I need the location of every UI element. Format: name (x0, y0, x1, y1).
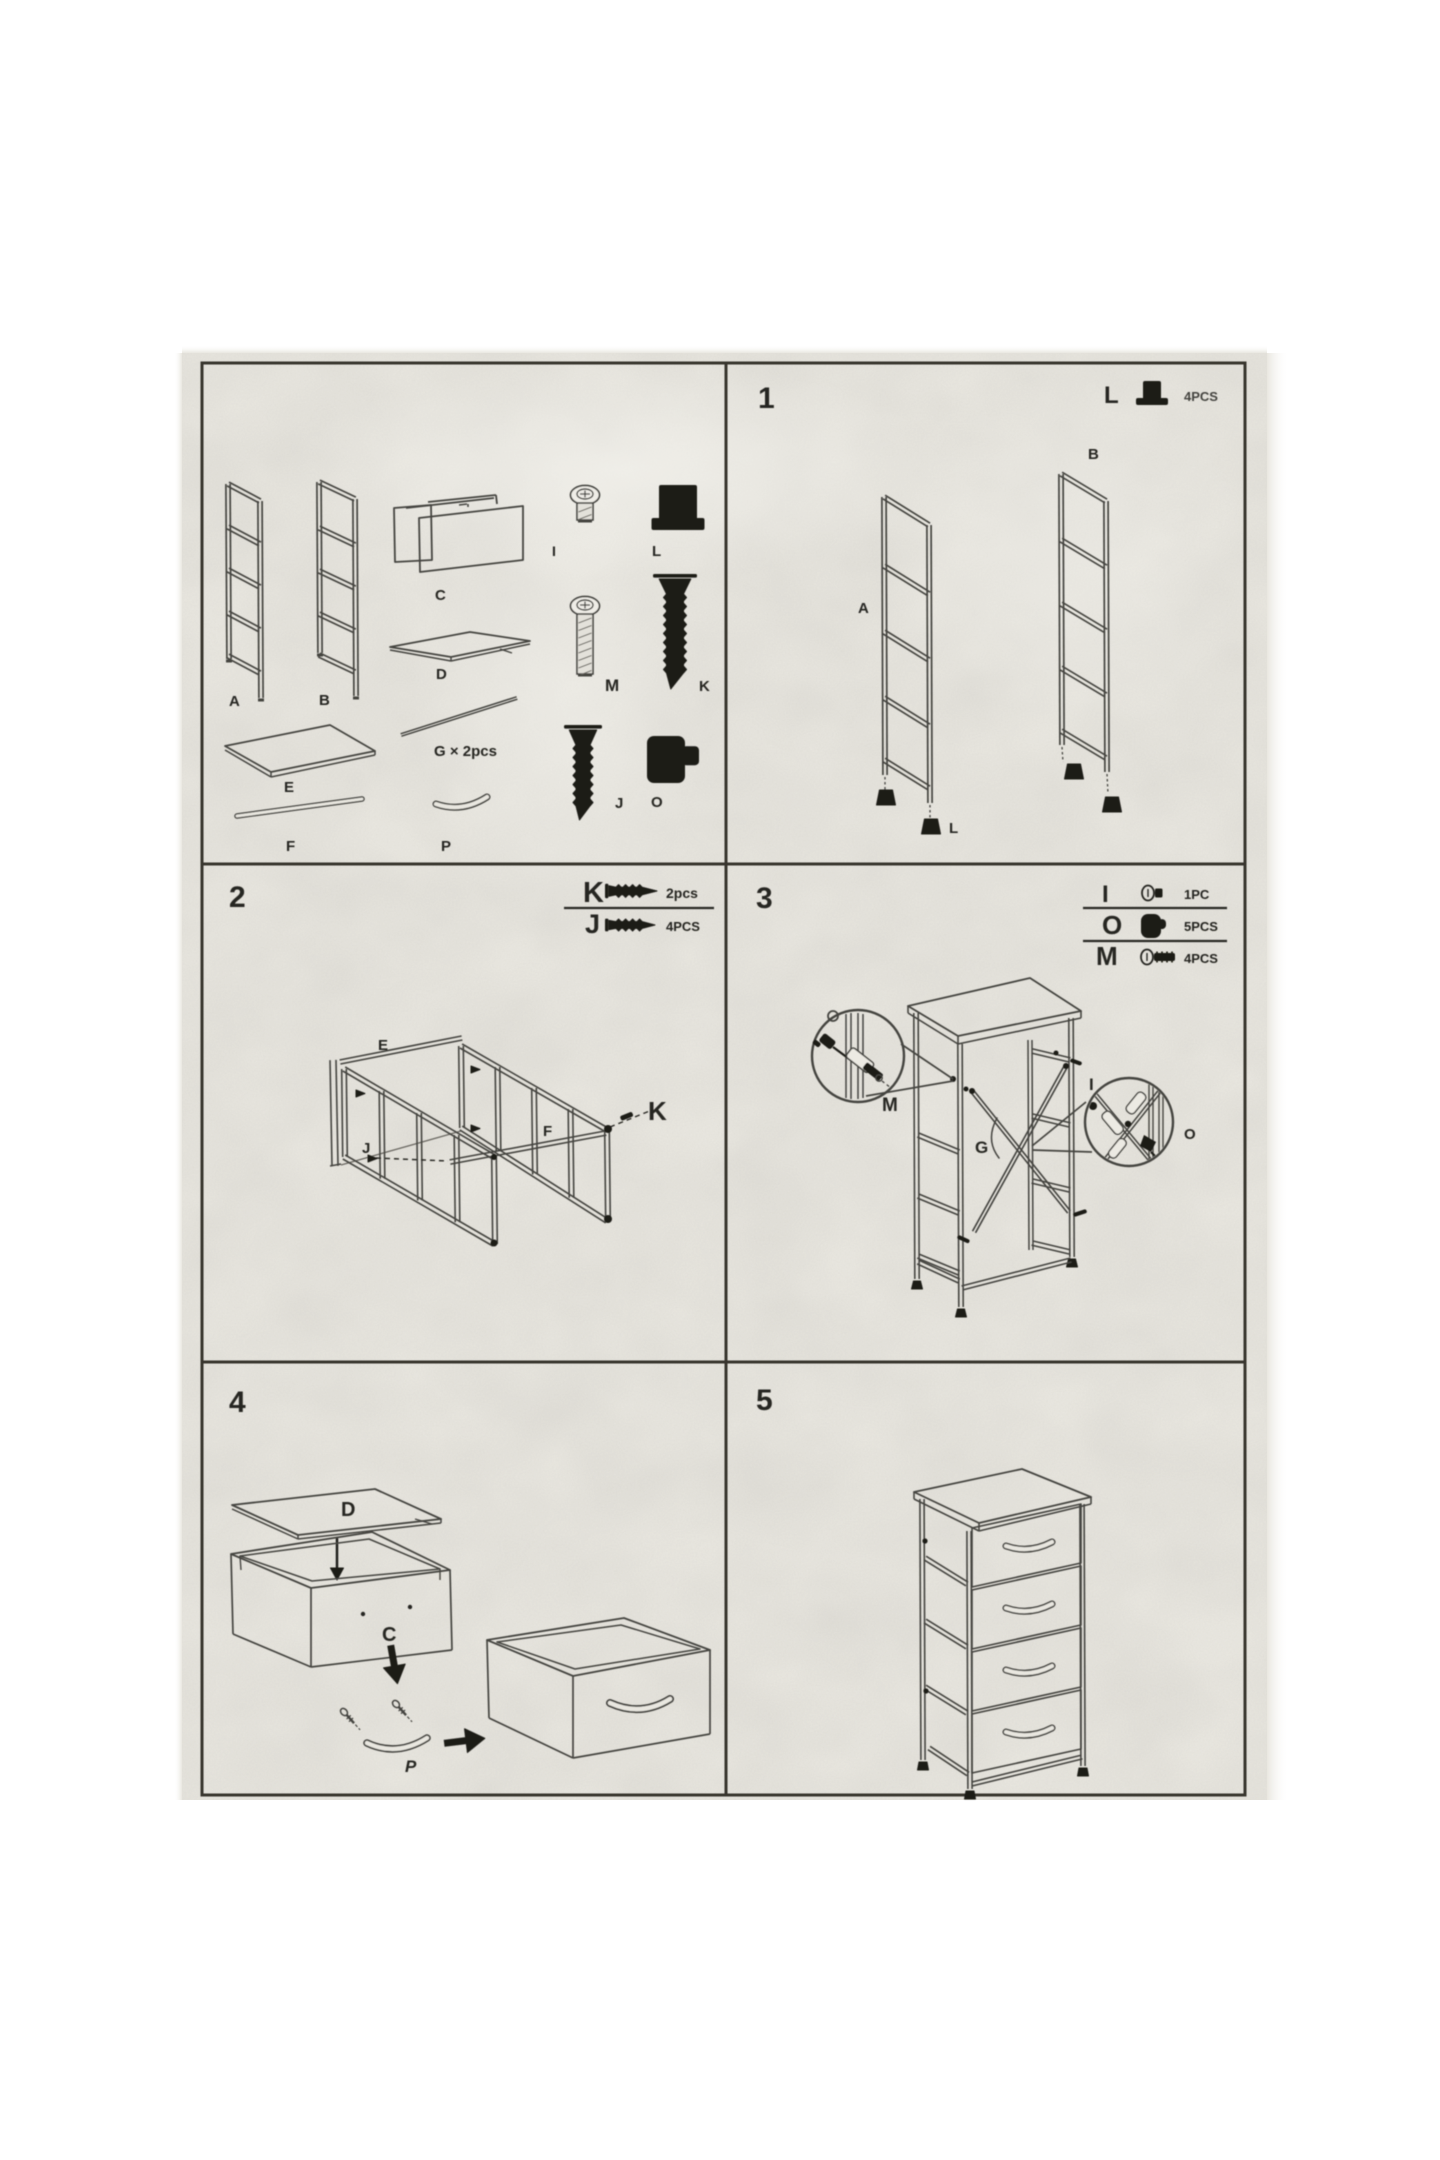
svg-text:E: E (378, 1037, 388, 1054)
svg-text:O: O (651, 794, 663, 811)
svg-text:1: 1 (758, 382, 775, 415)
svg-text:A: A (229, 693, 240, 710)
svg-text:J: J (362, 1140, 370, 1157)
svg-text:4PCS: 4PCS (1184, 951, 1218, 966)
svg-text:G × 2pcs: G × 2pcs (434, 743, 497, 760)
svg-text:O: O (1184, 1126, 1196, 1143)
svg-text:L: L (949, 820, 958, 837)
svg-text:4PCS: 4PCS (666, 919, 700, 934)
svg-text:M: M (605, 676, 619, 695)
svg-text:5: 5 (756, 1384, 773, 1417)
svg-text:M: M (1096, 941, 1118, 971)
svg-text:J: J (615, 795, 623, 812)
svg-text:F: F (286, 838, 295, 855)
svg-text:L: L (652, 543, 661, 560)
svg-text:D: D (341, 1499, 355, 1521)
svg-text:2pcs: 2pcs (666, 885, 698, 901)
svg-text:3: 3 (756, 882, 773, 915)
svg-text:P: P (405, 1757, 417, 1776)
svg-text:4: 4 (229, 1386, 246, 1419)
svg-text:5PCS: 5PCS (1184, 919, 1218, 934)
svg-text:D: D (436, 666, 447, 683)
svg-text:K: K (583, 877, 604, 909)
svg-text:C: C (435, 587, 446, 604)
svg-text:J: J (585, 909, 600, 939)
svg-text:K: K (648, 1096, 667, 1126)
svg-text:C: C (382, 1624, 396, 1646)
svg-text:B: B (1088, 446, 1099, 463)
svg-text:K: K (699, 678, 710, 695)
svg-text:M: M (882, 1095, 898, 1116)
svg-text:2: 2 (229, 881, 246, 914)
svg-text:4PCS: 4PCS (1184, 389, 1218, 404)
svg-text:G: G (975, 1138, 988, 1157)
svg-text:F: F (543, 1123, 552, 1140)
svg-text:I: I (1089, 1075, 1094, 1094)
svg-text:I: I (552, 543, 556, 559)
svg-text:L: L (1104, 382, 1119, 409)
svg-text:B: B (319, 692, 330, 709)
svg-text:E: E (284, 779, 294, 796)
svg-text:A: A (858, 600, 869, 617)
svg-text:1PC: 1PC (1184, 887, 1210, 902)
svg-text:I: I (1102, 881, 1109, 908)
svg-text:P: P (441, 838, 451, 855)
svg-text:O: O (1102, 910, 1122, 940)
